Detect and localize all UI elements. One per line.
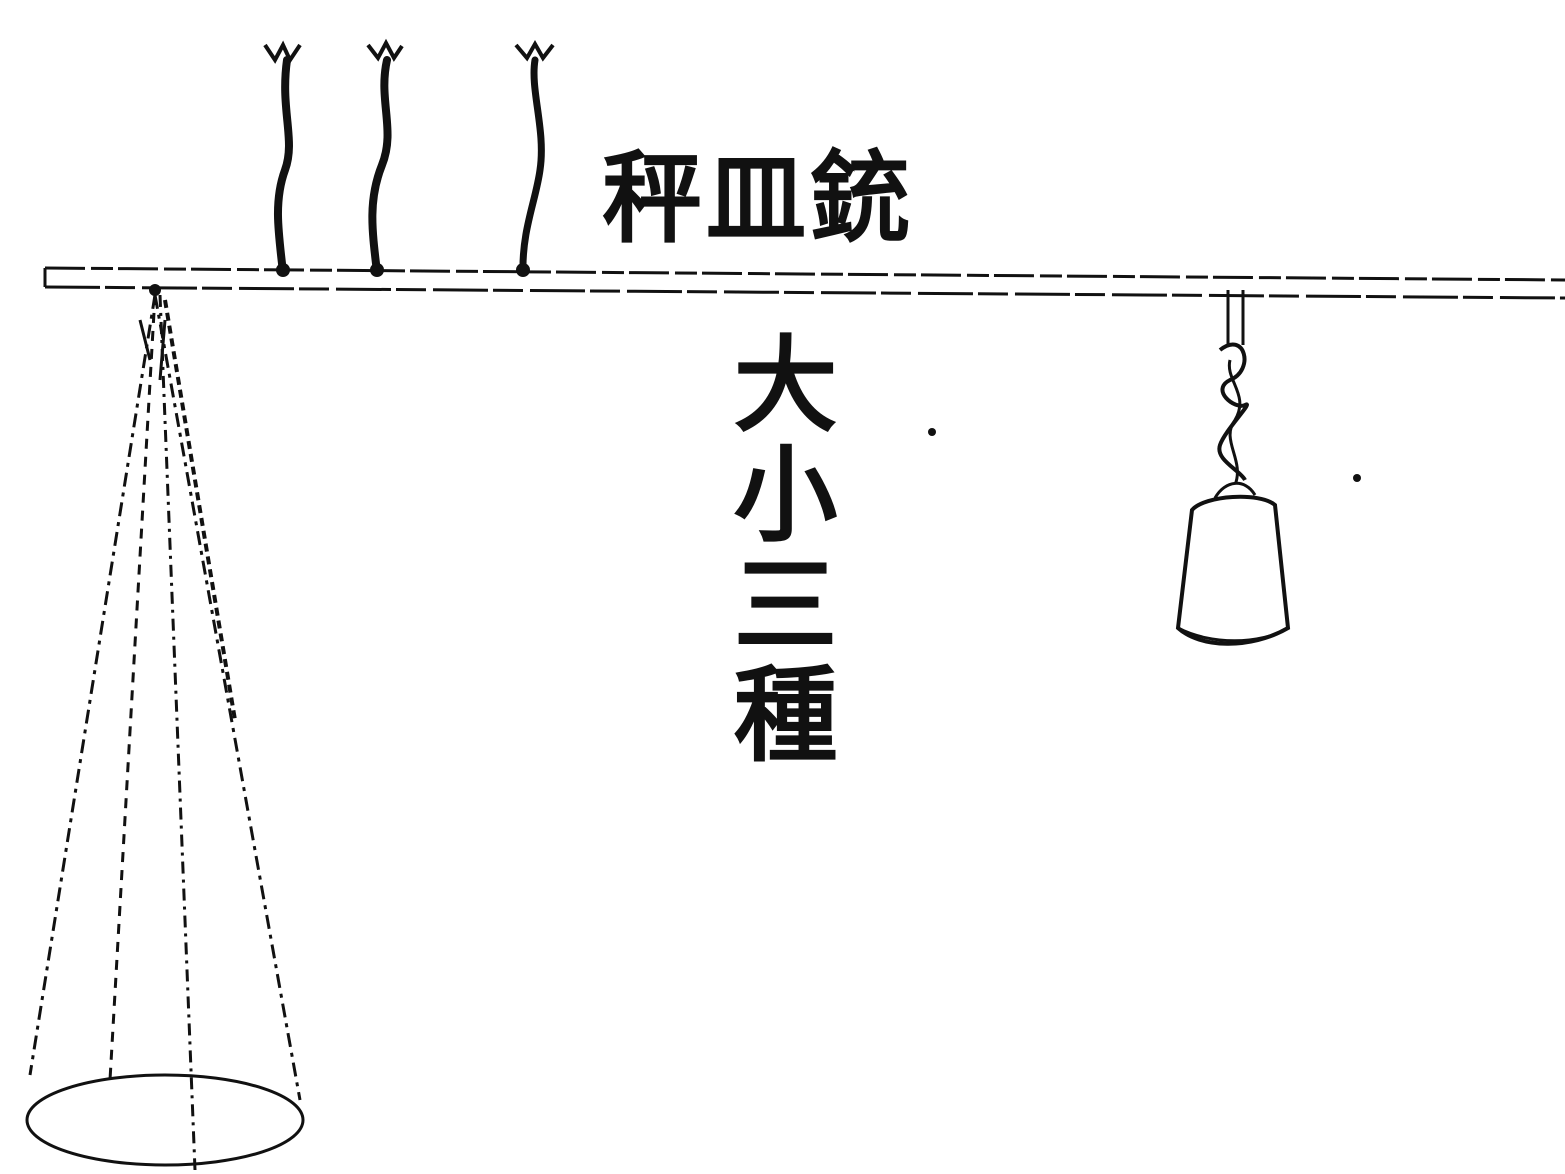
ink-dot	[1353, 474, 1361, 482]
steelyard-beam	[43, 266, 1565, 300]
scale-pan	[25, 284, 305, 1171]
hanging-cords	[263, 38, 555, 277]
counterweight	[1175, 290, 1291, 646]
ink-dot	[928, 428, 936, 436]
caption-horizontal: 秤皿銃	[602, 139, 914, 257]
caption-vertical: 大小三種	[715, 330, 838, 770]
